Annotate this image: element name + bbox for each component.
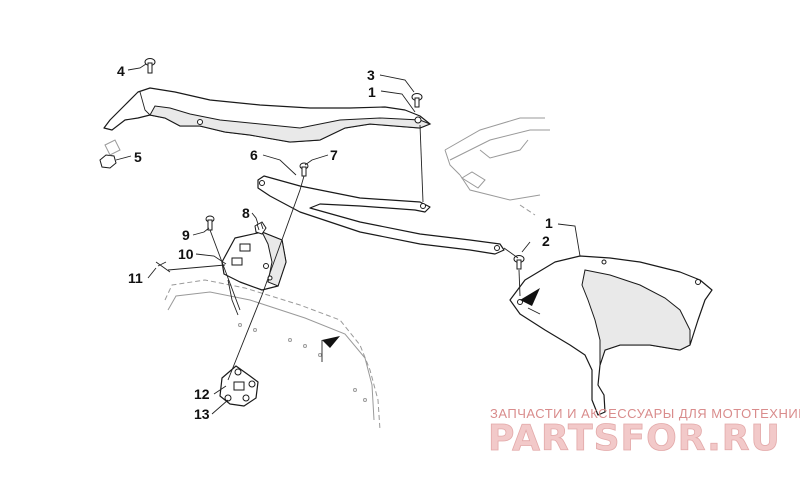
direction-arrow-center bbox=[321, 336, 340, 362]
leader-lines bbox=[115, 63, 581, 415]
watermark-tagline: ЗАПЧАСТИ И АКСЕССУАРЫ ДЛЯ МОТОТЕХНИКИ bbox=[490, 406, 800, 421]
direction-arrow-right bbox=[520, 288, 541, 315]
vehicle-body-outline bbox=[164, 279, 381, 431]
callout-2: 2 bbox=[542, 233, 550, 249]
bolt-3 bbox=[411, 93, 423, 108]
pin-11 bbox=[155, 261, 171, 273]
callout-9: 9 bbox=[182, 227, 190, 243]
callout-6: 6 bbox=[250, 147, 258, 163]
bolt-7 bbox=[299, 162, 309, 177]
mount-bracket bbox=[221, 231, 287, 291]
callout-labels: 4 3 1 5 6 7 8 9 10 11 12 13 1 2 bbox=[117, 63, 553, 422]
watermark: ЗАПЧАСТИ И АКСЕССУАРЫ ДЛЯ МОТОТЕХНИКИ PA… bbox=[488, 406, 800, 459]
callout-4: 4 bbox=[117, 63, 125, 79]
callout-7: 7 bbox=[330, 147, 338, 163]
support-bar bbox=[257, 175, 505, 255]
bolt-2 bbox=[513, 255, 525, 270]
callout-12: 12 bbox=[194, 386, 210, 402]
fender-cover-left bbox=[103, 87, 432, 143]
callout-5: 5 bbox=[134, 149, 142, 165]
bolt-4 bbox=[144, 58, 156, 74]
watermark-brand: PARTSFOR.RU bbox=[488, 418, 781, 459]
nut-5 bbox=[99, 139, 121, 169]
callout-1-top: 1 bbox=[368, 84, 376, 100]
callout-8: 8 bbox=[242, 205, 250, 221]
callout-1-right: 1 bbox=[545, 215, 553, 231]
callout-10: 10 bbox=[178, 246, 194, 262]
bolt-9 bbox=[205, 215, 215, 231]
callout-3: 3 bbox=[367, 67, 375, 83]
fender-panel-right bbox=[509, 255, 713, 416]
vehicle-frame-outline bbox=[444, 117, 550, 216]
callout-13: 13 bbox=[194, 406, 210, 422]
callout-11: 11 bbox=[128, 270, 143, 286]
clip-8 bbox=[254, 221, 267, 235]
